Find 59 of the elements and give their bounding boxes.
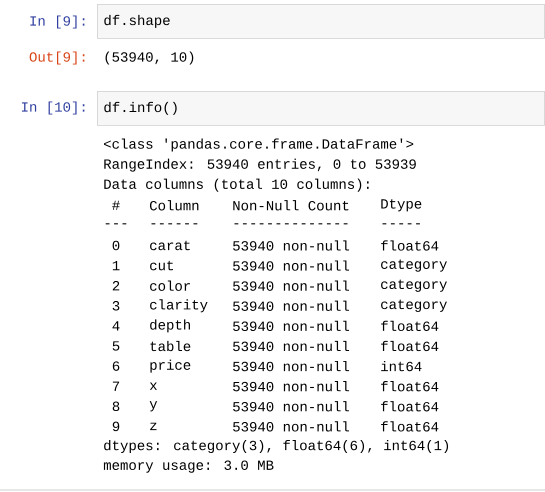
column-name: clarity	[150, 299, 208, 312]
non-null-count: 53940 non-null	[233, 240, 350, 251]
column-name: z	[150, 422, 156, 430]
row-index: 3	[112, 301, 120, 311]
prompt-label: In [10]:	[22, 101, 84, 115]
dtype-text: float64	[381, 240, 438, 251]
non-null-count: 53940 non-null	[233, 421, 350, 432]
dtype-text: category	[381, 259, 447, 272]
code-cell: df.shape	[97, 4, 545, 39]
dash-rule: --------------	[234, 223, 348, 224]
dtype-text: category	[381, 280, 447, 292]
output-text: memory usage: 3.0 MB	[104, 460, 274, 473]
non-null-count: 53940 non-null	[233, 280, 350, 291]
code-cell: df.info()	[97, 91, 545, 126]
dash-rule: ------	[152, 223, 198, 224]
non-null-count: 53940 non-null	[233, 300, 350, 311]
column-header: Dtype	[381, 199, 422, 212]
column-name: table	[150, 340, 190, 352]
output-text: dtypes: category(3), float64(6), int64(1)	[104, 440, 448, 454]
dtype-text: float64	[381, 381, 438, 392]
dtype-text: float64	[381, 340, 438, 352]
non-null-count: 53940 non-null	[233, 381, 350, 392]
non-null-count: 53940 non-null	[233, 401, 350, 412]
column-name: cut	[150, 260, 173, 270]
row-index: 6	[112, 361, 120, 371]
row-index: 9	[112, 422, 120, 432]
output-text: <class 'pandas.core.frame.DataFrame'>	[104, 138, 414, 152]
row-index: 8	[112, 402, 120, 412]
row-index: 7	[112, 382, 120, 391]
dash-rule: -----	[382, 223, 420, 224]
row-index: 4	[112, 321, 120, 331]
column-name: color	[150, 280, 190, 291]
dtype-text: float64	[381, 320, 438, 332]
row-index: 0	[112, 240, 120, 250]
column-name: y	[150, 401, 158, 412]
column-name: depth	[150, 319, 190, 332]
dtype-text: float64	[381, 401, 438, 412]
dtype-text: category	[381, 300, 447, 312]
dash-rule: ---	[106, 223, 126, 224]
column-name: carat	[150, 240, 190, 250]
output-text: (53940, 10)	[106, 51, 194, 65]
column-name: price	[150, 360, 190, 373]
column-name: x	[150, 382, 157, 390]
dtype-text: int64	[381, 360, 422, 372]
output-text: RangeIndex: 53940 entries, 0 to 53939	[104, 158, 416, 172]
dtype-text: float64	[381, 421, 438, 432]
prompt-label: Out[9]:	[30, 51, 84, 65]
non-null-count: 53940 non-null	[233, 360, 350, 372]
row-index: 2	[112, 281, 120, 290]
row-index: 1	[112, 261, 120, 270]
column-header: Column	[150, 200, 198, 210]
non-null-count: 53940 non-null	[233, 320, 350, 332]
column-header: Non-Null Count	[233, 200, 348, 210]
non-null-count: 53940 non-null	[233, 260, 350, 271]
non-null-count: 53940 non-null	[233, 340, 350, 352]
prompt-label: In [9]:	[30, 15, 84, 29]
output-text: Data columns (total 10 columns):	[104, 178, 369, 192]
row-index: 5	[112, 341, 120, 351]
column-header: #	[112, 200, 120, 210]
